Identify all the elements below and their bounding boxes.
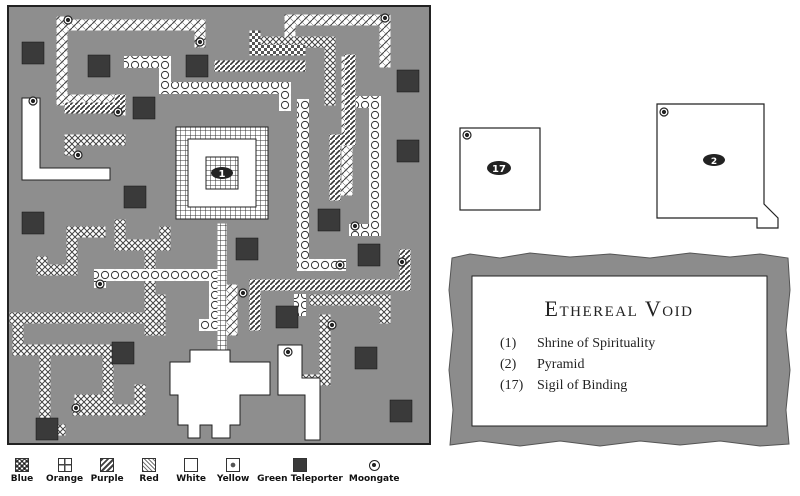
moongate-icon bbox=[95, 279, 105, 289]
blue-path bbox=[9, 294, 166, 324]
moongate-icon bbox=[238, 288, 248, 298]
key-entry-2-name: Pyramid bbox=[537, 357, 584, 372]
legend-label: Orange bbox=[46, 474, 84, 484]
map-legend: Blue Orange Purple Red White Yellow Gree… bbox=[4, 458, 454, 494]
key-title: Ethereal Void bbox=[545, 296, 694, 321]
teleporter-square bbox=[123, 185, 147, 209]
teleporter-square bbox=[185, 54, 209, 78]
map-key-box: Ethereal Void (1) Shrine of Spirituality… bbox=[448, 252, 791, 447]
moongates bbox=[28, 13, 407, 413]
teleporter-square bbox=[235, 237, 259, 261]
moongate-icon bbox=[659, 107, 669, 117]
blue-path bbox=[12, 312, 114, 406]
diagonal-pattern-swatch-icon bbox=[142, 458, 157, 472]
red-path bbox=[56, 19, 206, 48]
shrine-of-spirituality: 1 bbox=[175, 126, 269, 220]
teleporter-square bbox=[396, 139, 420, 163]
legend-item-moongate: Moongate bbox=[349, 458, 400, 484]
moongate-icon bbox=[350, 221, 360, 231]
blue-path bbox=[114, 219, 171, 251]
checker-paths bbox=[249, 30, 306, 56]
moongate-icon bbox=[367, 458, 381, 472]
legend-item-white: White bbox=[173, 458, 209, 484]
teleporter-square bbox=[35, 417, 59, 441]
teleporter-square bbox=[354, 346, 378, 370]
white-corridor bbox=[277, 344, 321, 441]
yellow-path bbox=[349, 96, 381, 236]
key-entry-1-name: Shrine of Spirituality bbox=[537, 336, 655, 351]
legend-label: Red bbox=[139, 474, 159, 484]
moongate-icon bbox=[380, 13, 390, 23]
key-entry-1-number: (1) bbox=[500, 336, 517, 351]
moongate-icon bbox=[71, 403, 81, 413]
grid-swatch-icon bbox=[57, 458, 72, 472]
moongate-icon bbox=[113, 107, 123, 117]
teleporter-square bbox=[21, 211, 45, 235]
pyramid-courtyard bbox=[169, 349, 271, 439]
legend-label: Green Teleporter bbox=[257, 474, 343, 484]
legend-label: White bbox=[176, 474, 207, 484]
legend-label: Blue bbox=[10, 474, 34, 484]
moongate-icon bbox=[28, 96, 38, 106]
sigil-of-binding-map: 17 bbox=[459, 127, 541, 211]
shrine-location-label: 1 bbox=[219, 169, 226, 180]
teleporter-square bbox=[132, 96, 156, 120]
teleporter-square bbox=[317, 208, 341, 232]
purple-path bbox=[329, 54, 356, 201]
dark-square-swatch-icon bbox=[292, 458, 307, 472]
moongate-icon bbox=[462, 130, 472, 140]
yellow-path bbox=[297, 99, 346, 271]
legend-label: Moongate bbox=[348, 474, 400, 484]
moongate-icon bbox=[195, 37, 205, 47]
yellow-path bbox=[124, 56, 291, 111]
purple-path bbox=[249, 249, 411, 331]
pyramid-map: 2 bbox=[656, 103, 779, 229]
key-entry-2-number: (2) bbox=[500, 357, 517, 372]
teleporter-square bbox=[275, 305, 299, 329]
teleporter-square bbox=[389, 399, 413, 423]
moongate-icon bbox=[327, 320, 337, 330]
key-entry-3-name: Sigil of Binding bbox=[537, 378, 627, 393]
legend-item-blue: Blue bbox=[4, 458, 40, 484]
sigil-location-label: 17 bbox=[492, 164, 506, 175]
legend-item-orange: Orange bbox=[46, 458, 83, 484]
dotted-swatch-icon bbox=[226, 458, 241, 472]
yellow-path bbox=[94, 269, 221, 331]
blue-path bbox=[309, 294, 391, 324]
crosshatch-swatch-icon bbox=[15, 458, 29, 472]
legend-item-purple: Purple bbox=[89, 458, 125, 484]
blue-paths bbox=[9, 36, 391, 436]
teleporter-square bbox=[21, 41, 45, 65]
diagonal-stripe-swatch-icon bbox=[100, 458, 115, 472]
white-corridor bbox=[21, 97, 111, 181]
blue-path bbox=[36, 226, 106, 276]
green-teleporters bbox=[21, 41, 420, 441]
legend-item-red: Red bbox=[131, 458, 167, 484]
checker-path bbox=[249, 30, 306, 56]
legend-item-green-teleporter: Green Teleporter bbox=[257, 458, 343, 484]
yellow-paths bbox=[94, 56, 381, 331]
teleporter-square bbox=[396, 69, 420, 93]
moongate-icon bbox=[73, 150, 83, 160]
teleporter-square bbox=[111, 341, 135, 365]
moongate-icon bbox=[397, 257, 407, 267]
white-structures bbox=[21, 97, 321, 441]
moongate-icon bbox=[63, 15, 73, 25]
blue-path bbox=[72, 384, 146, 416]
blue-path bbox=[254, 36, 336, 106]
blue-path bbox=[64, 134, 126, 156]
moongate-icon bbox=[335, 260, 345, 270]
legend-item-yellow: Yellow bbox=[215, 458, 251, 484]
moongate-icon bbox=[283, 347, 293, 357]
white-swatch-icon bbox=[184, 458, 199, 472]
legend-label: Purple bbox=[90, 474, 124, 484]
key-entry-3-number: (17) bbox=[500, 378, 524, 393]
legend-label: Yellow bbox=[216, 474, 250, 484]
pyramid-location-label: 2 bbox=[711, 157, 717, 167]
teleporter-square bbox=[87, 54, 111, 78]
teleporter-square bbox=[357, 243, 381, 267]
